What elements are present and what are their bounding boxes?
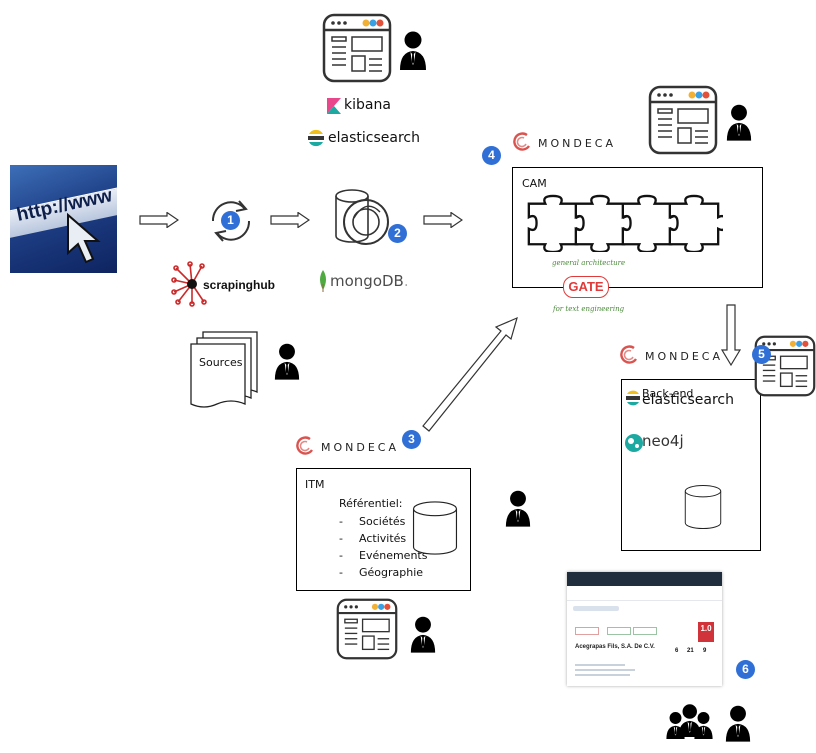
elasticsearch-backend-label: elasticsearch: [642, 392, 734, 408]
app-stat-3: 9: [703, 648, 707, 654]
neo4j-icon: [625, 434, 643, 452]
step-1-badge: 1: [221, 211, 240, 230]
app-company-name: Acegrapas Fils, S.A. De C.V.: [575, 644, 655, 650]
scrapinghub-logo-icon: [171, 261, 207, 307]
app-screenshot: 1.0 Acegrapas Fils, S.A. De C.V. 6 21 9: [567, 572, 722, 686]
database-sphere-icon: [335, 189, 389, 245]
elasticsearch-top-icon: [308, 129, 324, 147]
app-stat-2: 21: [687, 648, 694, 654]
user-top-icon: [398, 30, 428, 70]
mondeca-label-cam: MONDECA: [538, 137, 617, 150]
elasticsearch-backend-icon: [626, 390, 640, 406]
browser-cam-icon: [648, 85, 718, 155]
app-tab-2: [607, 627, 631, 635]
app-text-line: [575, 664, 625, 666]
elasticsearch-top-label: elasticsearch: [328, 130, 420, 146]
mongodb-suffix: .: [403, 272, 409, 290]
app-filter-row: [573, 606, 619, 611]
gate-bottom-label: for text engineering: [553, 305, 625, 313]
app-tab-3: [633, 627, 657, 635]
step-2-badge: 2: [388, 224, 407, 243]
app-stat-1: 6: [675, 648, 679, 654]
puzzle-piece-4-icon: [665, 194, 723, 252]
backend-label: Back-end: [642, 387, 694, 400]
mondeca-logo-icon-itm: [296, 436, 316, 456]
arrow-diagonal: [422, 316, 518, 432]
mondeca-label-itm: MONDECA: [321, 441, 400, 454]
user-itm-icon: [504, 488, 532, 528]
user-itm-bottom-icon: [409, 614, 437, 654]
gate-label: GATE: [568, 279, 604, 294]
gate-top-label: general architecture: [552, 259, 626, 267]
browser-top-icon: [322, 13, 392, 83]
app-text-line: [575, 674, 630, 676]
neo4j-label: neo4j: [642, 432, 684, 450]
cursor-icon: [67, 212, 101, 264]
mongodb-leaf-icon: [320, 270, 326, 292]
app-score-badge: 1.0: [698, 622, 714, 642]
database-backend-icon: [684, 482, 722, 532]
arrow-down: [720, 304, 742, 367]
mongodb-name: mongoDB: [330, 272, 404, 290]
itm-label: ITM: [305, 478, 325, 491]
app-header-bar: [567, 572, 722, 586]
arrow-2: [270, 212, 310, 228]
app-score: 1.0: [700, 624, 712, 633]
itm-item: -Géographie: [339, 566, 424, 579]
kibana-icon: [327, 98, 341, 114]
step-3-badge: 3: [402, 430, 421, 449]
sources-label: Sources: [199, 356, 243, 369]
user-final-icon: [724, 703, 752, 743]
refresh-icon: [211, 200, 251, 242]
itm-item: -Evénements: [339, 549, 428, 562]
mondeca-logo-icon-cam: [513, 132, 533, 152]
user-group-icon: [666, 704, 713, 739]
referentiel-label: Référentiel:: [339, 497, 403, 510]
app-text-line: [575, 669, 635, 671]
itm-item: -Sociétés: [339, 515, 406, 528]
itm-item: -Activités: [339, 532, 407, 545]
backend-box: Back-end elasticsearch neo4j: [621, 379, 761, 551]
gate-logo: GATE: [563, 276, 609, 298]
step-4-badge: 4: [482, 146, 501, 165]
sources-documents-icon: [190, 331, 258, 408]
mondeca-label-backend: MONDECA: [645, 350, 724, 363]
cam-label: CAM: [522, 177, 547, 190]
itm-list: -Sociétés -Activités -Evénements -Géogra…: [339, 515, 427, 583]
arrow-3: [423, 212, 463, 228]
mongodb-label: mongoDB.: [330, 272, 409, 290]
database-itm-icon: [412, 497, 458, 559]
step-5-badge: 5: [752, 345, 771, 364]
step-6-badge: 6: [736, 660, 755, 679]
app-tab-1: [575, 627, 599, 635]
browser-itm-icon: [336, 598, 398, 660]
scrapinghub-label: scrapinghub: [203, 278, 276, 292]
user-cam-icon: [725, 102, 753, 142]
mondeca-logo-icon-backend: [620, 345, 640, 365]
arrow-1: [139, 212, 179, 228]
itm-box: ITM Référentiel: -Sociétés -Activités -E…: [296, 468, 471, 591]
url-image: http://www: [10, 165, 117, 273]
kibana-label: kibana: [344, 97, 391, 113]
app-toolbar: [567, 592, 722, 601]
user-sources-icon: [273, 342, 301, 380]
